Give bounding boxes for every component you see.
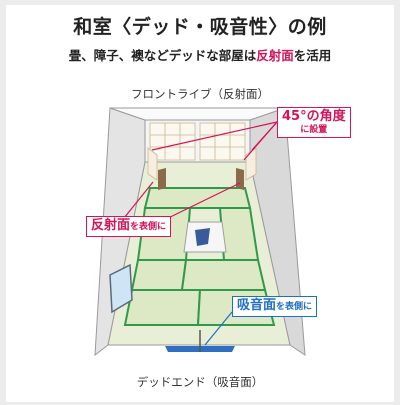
subtitle-text: 畳、障子、襖などデッドな部屋は	[68, 48, 257, 63]
reflect-pointer-lines	[123, 181, 241, 223]
center-table	[183, 221, 227, 253]
front-speaker-right	[236, 147, 257, 190]
absorb-pointer-line	[204, 311, 233, 346]
callout-absorb-main: 吸音面	[237, 298, 277, 313]
callout-absorb: 吸音面を表側に	[232, 296, 318, 317]
tatami-mats	[123, 187, 276, 326]
callout-angle: 45°の角度 に設置	[277, 107, 351, 139]
callout-angle-line1: 45°の角度	[282, 109, 346, 124]
callout-absorb-suffix: を表側に	[276, 302, 313, 312]
ceiling-rim	[109, 107, 286, 121]
subtitle-text-end: を活用	[293, 48, 332, 63]
page-subtitle: 畳、障子、襖などデッドな部屋は反射面を活用	[0, 45, 400, 64]
dead-end-label: デッドエンド（吸音面）	[136, 375, 264, 389]
subtitle-highlight: 反射面	[256, 48, 294, 63]
angle-pointer-lines	[151, 121, 278, 161]
callout-angle-line2: に設置	[300, 124, 328, 135]
callout-reflect-suffix: を表側に	[130, 222, 167, 232]
page-title: 和室〈デッド・吸音性〉の例	[73, 16, 327, 38]
callout-reflect-main: 反射面	[91, 218, 131, 233]
rear-panel	[165, 330, 235, 352]
front-live-label: フロントライブ（反射面）	[131, 87, 269, 101]
left-window	[109, 263, 133, 314]
front-speaker-left	[147, 147, 166, 190]
callout-reflect: 反射面を表側に	[86, 216, 172, 237]
